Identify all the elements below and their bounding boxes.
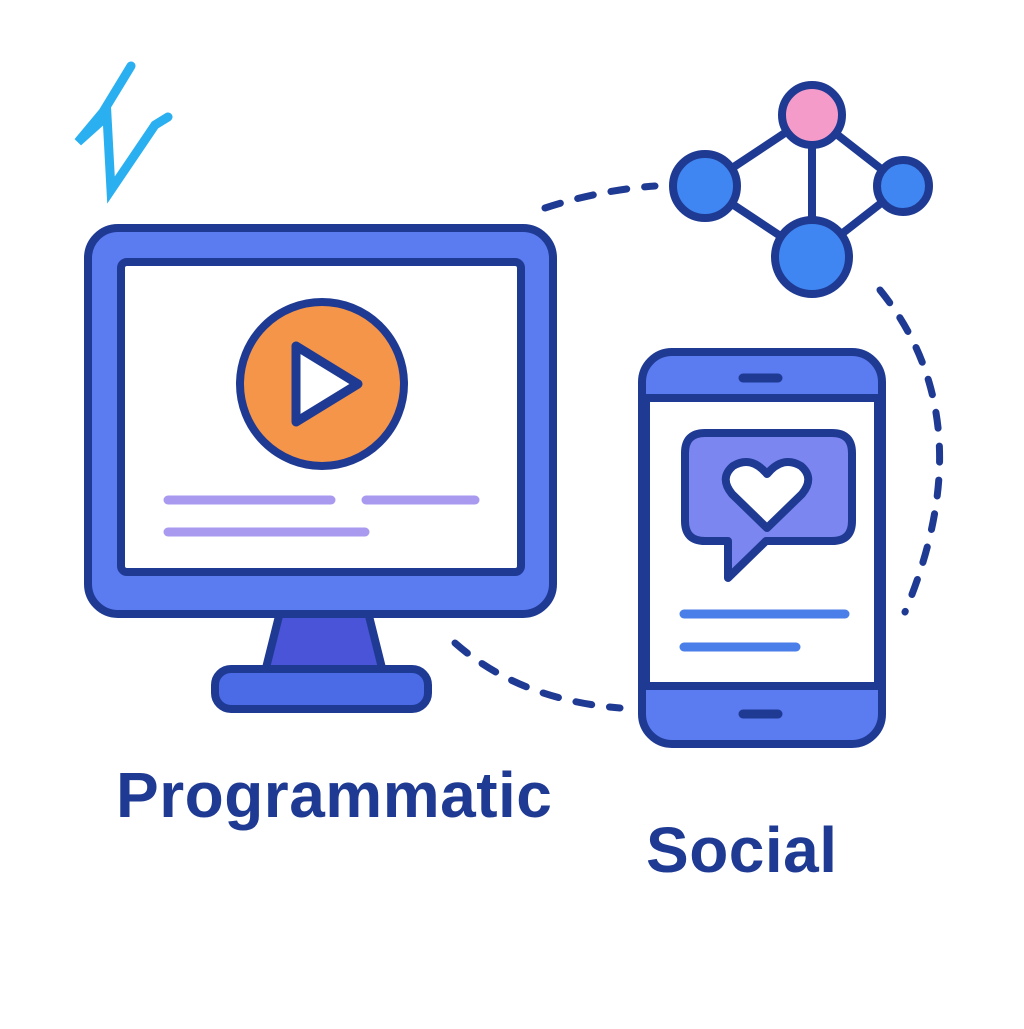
heart-chat-bubble-icon	[681, 429, 856, 582]
connector-monitor-to-phone	[451, 639, 624, 712]
connector-network-to-phone	[876, 286, 944, 616]
smartphone-icon	[638, 348, 886, 748]
social-label: Social	[646, 814, 838, 886]
network-node-top	[778, 81, 846, 149]
lightning-logo-icon	[74, 61, 173, 204]
monitor-base	[211, 665, 432, 713]
programmatic-label: Programmatic	[116, 759, 553, 831]
network-node-left	[669, 150, 741, 222]
monitor-neck	[261, 608, 387, 676]
monitor-text-lines	[163, 495, 480, 537]
connector-monitor-to-network	[541, 182, 659, 212]
network-node-bottom	[771, 216, 853, 298]
desktop-monitor-icon	[84, 224, 557, 713]
phone-text-lines	[679, 609, 850, 652]
play-button-icon	[236, 298, 408, 470]
dashed-connectors	[451, 182, 944, 712]
network-nodes-icon	[669, 81, 933, 298]
network-node-right	[873, 156, 933, 216]
heart-icon	[721, 457, 813, 532]
